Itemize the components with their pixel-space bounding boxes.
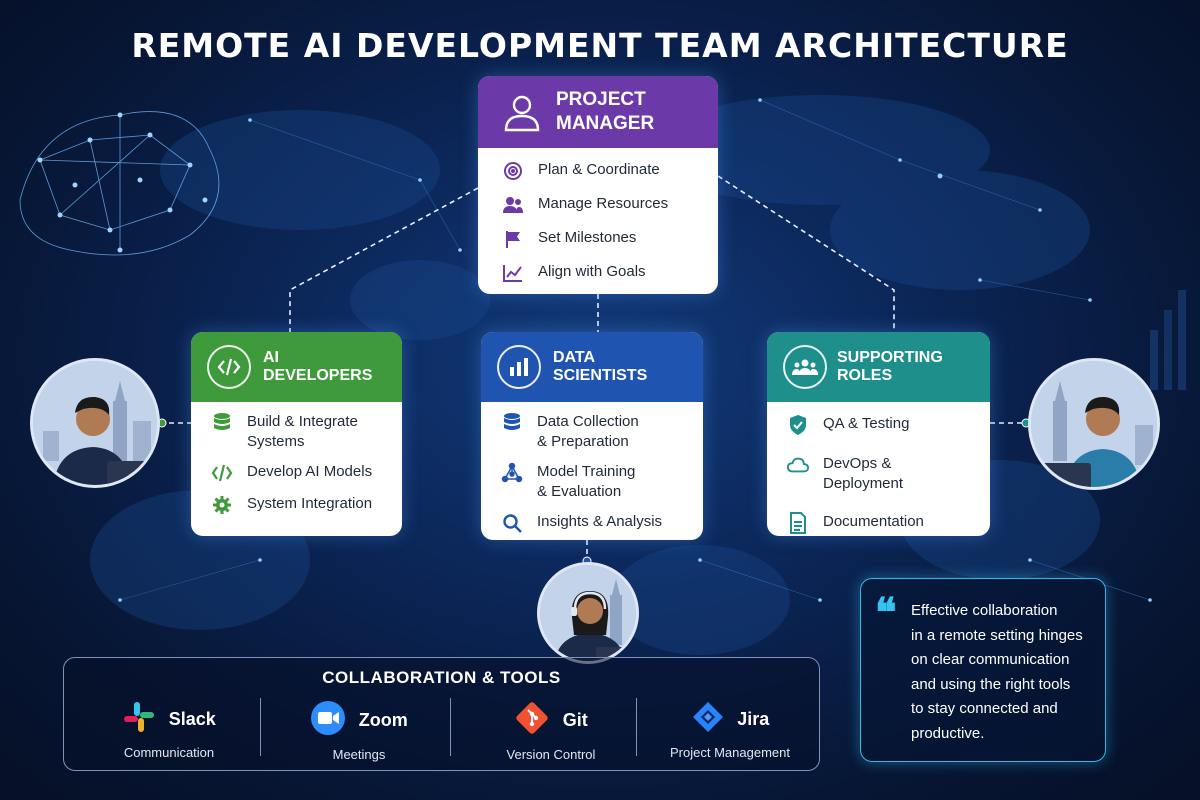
quote-text: Effective collaboration in a remote sett… (911, 599, 1099, 746)
ds-item-line1: Model Training (537, 463, 636, 480)
tool-desc: Communication (123, 745, 215, 760)
ai-item-integration: System Integration (211, 494, 382, 516)
ds-item-line1: Data Collection (537, 413, 639, 430)
tool-name: Git (562, 710, 588, 730)
pm-item-label: Align with Goals (538, 263, 646, 280)
sr-item-docs: Documentation (787, 512, 970, 534)
search-icon (501, 512, 523, 534)
slack-icon (122, 700, 156, 739)
tool-git: Git Version Control (462, 700, 640, 762)
users-icon (502, 194, 524, 216)
supporting-role-avatar (1028, 358, 1160, 490)
flag-icon (502, 228, 524, 250)
project-manager-card: PROJECT MANAGER Plan & Coordinate Manage… (478, 76, 718, 294)
network-icon (501, 462, 523, 484)
quote-line: in a remote setting hinges (911, 626, 1083, 644)
ai-item-line1: System Integration (247, 495, 373, 512)
cloud-icon (787, 454, 809, 476)
tool-divider (260, 698, 261, 756)
ds-item-collection: Data Collection & Preparation (501, 412, 683, 452)
brain-network (19, 111, 220, 256)
tool-jira: Jira Project Management (646, 700, 814, 760)
tool-name: Zoom (358, 710, 408, 730)
page-title: REMOTE AI DEVELOPMENT TEAM ARCHITECTURE (131, 26, 1069, 65)
pm-item-goals: Align with Goals (502, 262, 694, 284)
tool-divider (636, 698, 637, 756)
tools-title: COLLABORATION & TOOLS (322, 668, 561, 687)
ds-item-insights: Insights & Analysis (501, 512, 683, 534)
shield-icon (787, 414, 809, 436)
quote-line: on clear communication (911, 651, 1070, 668)
pm-item-label: Plan & Coordinate (538, 161, 660, 178)
chart-line-icon (502, 262, 524, 284)
quote-line: and using the right tools (911, 675, 1071, 693)
quote-mark-icon: ❝ (875, 589, 897, 636)
quote-line: to stay connected and (911, 700, 1058, 717)
database-icon (501, 412, 523, 434)
ai-developers-title: AI DEVELOPERS (263, 349, 373, 384)
ai-item-line1: Develop AI Models (247, 463, 373, 480)
pm-item-resources: Manage Resources (502, 194, 694, 216)
supporting-roles-card: SUPPORTING ROLES QA & Testing DevOps & D… (767, 332, 990, 536)
project-manager-title-line1: PROJECT (556, 89, 646, 110)
data-scientist-avatar (537, 562, 639, 664)
ai-item-line2: Systems (247, 433, 305, 450)
pm-item-label: Set Milestones (538, 229, 637, 246)
tool-desc: Version Control (506, 747, 596, 762)
ds-item-training: Model Training & Evaluation (501, 462, 683, 502)
code-icon (207, 345, 251, 389)
data-scientists-card: DATA SCIENTISTS Data Collection & Prepara… (481, 332, 703, 540)
tool-zoom: Zoom Meetings (274, 700, 444, 762)
tool-name: Slack (168, 709, 216, 729)
quote-line: Effective collaboration (911, 602, 1058, 619)
ai-item-models: Develop AI Models (211, 462, 382, 484)
sr-item-devops: DevOps & Deployment (787, 454, 970, 494)
tool-desc: Meetings (332, 747, 386, 762)
sr-item-label: DevOps & Deployment (823, 455, 904, 492)
data-scientists-title: DATA SCIENTISTS (553, 349, 648, 384)
ai-item-line1: Build & Integrate (247, 413, 358, 430)
bar-chart-icon (497, 345, 541, 389)
zoom-icon (310, 700, 346, 741)
project-manager-title-line2: MANAGER (556, 113, 655, 134)
ai-developer-avatar (30, 358, 160, 488)
pm-item-label: Manage Resources (538, 195, 669, 212)
target-icon (502, 160, 524, 182)
sr-item-label: QA & Testing (823, 415, 910, 432)
ds-item-line2: & Evaluation (537, 483, 622, 500)
tool-name: Jira (737, 709, 770, 729)
ai-developers-header: AI DEVELOPERS (191, 332, 402, 402)
git-icon (514, 700, 550, 741)
database-icon (211, 412, 233, 434)
document-icon (787, 512, 809, 534)
ds-item-line1: Insights & Analysis (537, 513, 663, 530)
ds-item-line2: & Preparation (537, 433, 629, 450)
gear-icon (211, 494, 233, 516)
collaboration-tools-panel: COLLABORATION & TOOLS Slack Communicatio… (63, 657, 820, 771)
data-scientists-header: DATA SCIENTISTS (481, 332, 703, 402)
sr-item-qa: QA & Testing (787, 414, 970, 436)
quote-box: ❝ Effective collaboration in a remote se… (860, 578, 1106, 762)
tool-divider (450, 698, 451, 756)
supporting-roles-title: SUPPORTING ROLES (837, 349, 943, 384)
tool-desc: Project Management (670, 745, 790, 760)
jira-icon (691, 700, 725, 739)
supporting-roles-header: SUPPORTING ROLES (767, 332, 990, 402)
tool-slack: Slack Communication (94, 700, 244, 760)
project-manager-header: PROJECT MANAGER (478, 76, 718, 148)
sr-item-label: Documentation (823, 513, 924, 530)
pm-item-plan: Plan & Coordinate (502, 160, 694, 182)
pm-item-milestones: Set Milestones (502, 228, 694, 250)
user-icon (500, 90, 544, 134)
code-icon (211, 462, 233, 484)
quote-line: productive. (911, 724, 985, 742)
group-icon (783, 345, 827, 389)
